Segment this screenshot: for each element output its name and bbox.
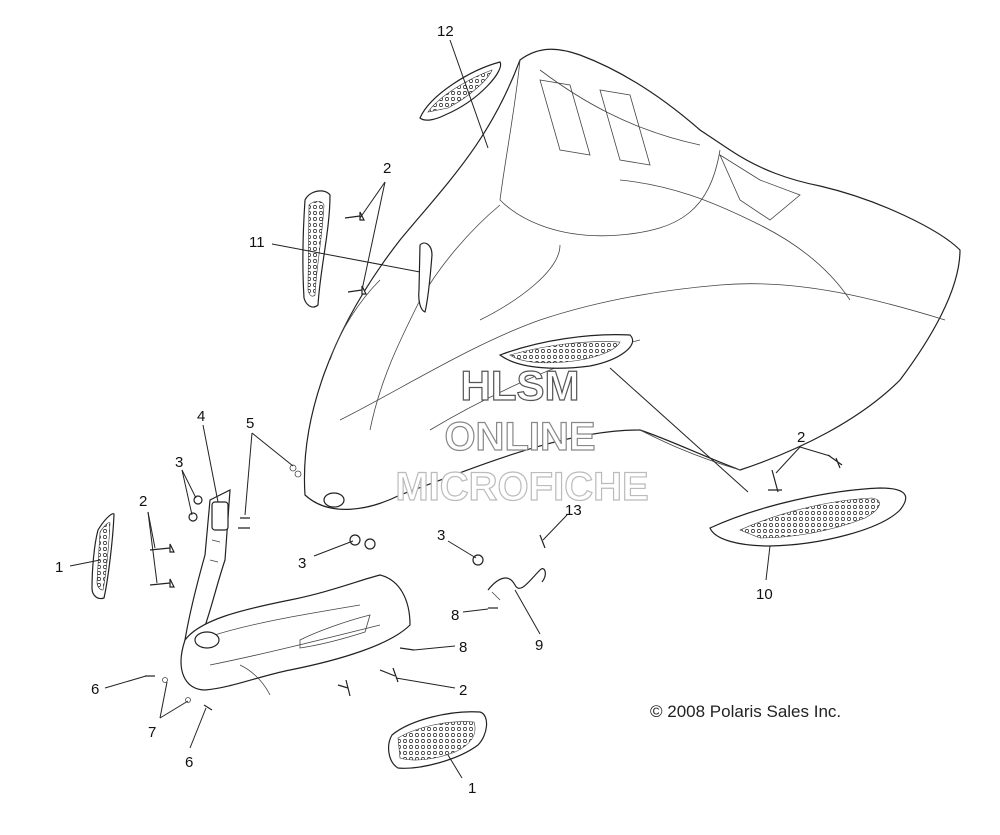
callout-3-left: 3 [175, 454, 183, 471]
callout-labels: 12 2 11 4 5 3 2 1 3 3 13 8 9 8 2 6 7 6 1… [55, 23, 805, 797]
callout-10: 10 [756, 586, 773, 603]
callout-3-mid: 3 [298, 555, 306, 572]
watermark-line-3: MICROFICHE [395, 465, 648, 509]
watermark-line-2: ONLINE [444, 415, 595, 459]
watermark-line-1: HLSM [461, 362, 580, 409]
callout-2-lower: 2 [459, 682, 467, 699]
callout-9: 9 [535, 637, 543, 654]
hood-side-mesh [498, 334, 634, 369]
callout-8-lower: 8 [459, 639, 467, 656]
callout-6-upper: 6 [91, 681, 99, 698]
watermark: HLSM ONLINE MICROFICHE [395, 361, 650, 509]
callout-1-bottom: 1 [468, 780, 476, 797]
callout-4: 4 [197, 408, 205, 425]
callout-6-lower: 6 [185, 754, 193, 771]
callout-12: 12 [437, 23, 454, 40]
callout-2-right: 2 [797, 429, 805, 446]
copyright-notice: © 2008 Polaris Sales Inc. [650, 702, 842, 721]
leader-lines [69, 39, 831, 779]
part-11-side-vent [302, 190, 433, 313]
callout-11: 11 [249, 234, 265, 251]
callout-13: 13 [565, 502, 582, 519]
part-10-right-vent [709, 487, 907, 547]
part-4-bracket-bumper [180, 488, 411, 696]
callout-1-left: 1 [55, 559, 63, 576]
callout-2-top: 2 [383, 160, 391, 177]
callout-3-right: 3 [437, 527, 445, 544]
callout-7: 7 [148, 724, 156, 741]
callout-2-left: 2 [139, 493, 147, 510]
callout-8-upper: 8 [451, 607, 459, 624]
hood-body [303, 48, 961, 511]
part-1-left-vent [91, 513, 115, 600]
callout-5: 5 [246, 415, 254, 432]
part-1-bottom-vent [388, 711, 488, 769]
part-12-top-vent [419, 61, 502, 121]
